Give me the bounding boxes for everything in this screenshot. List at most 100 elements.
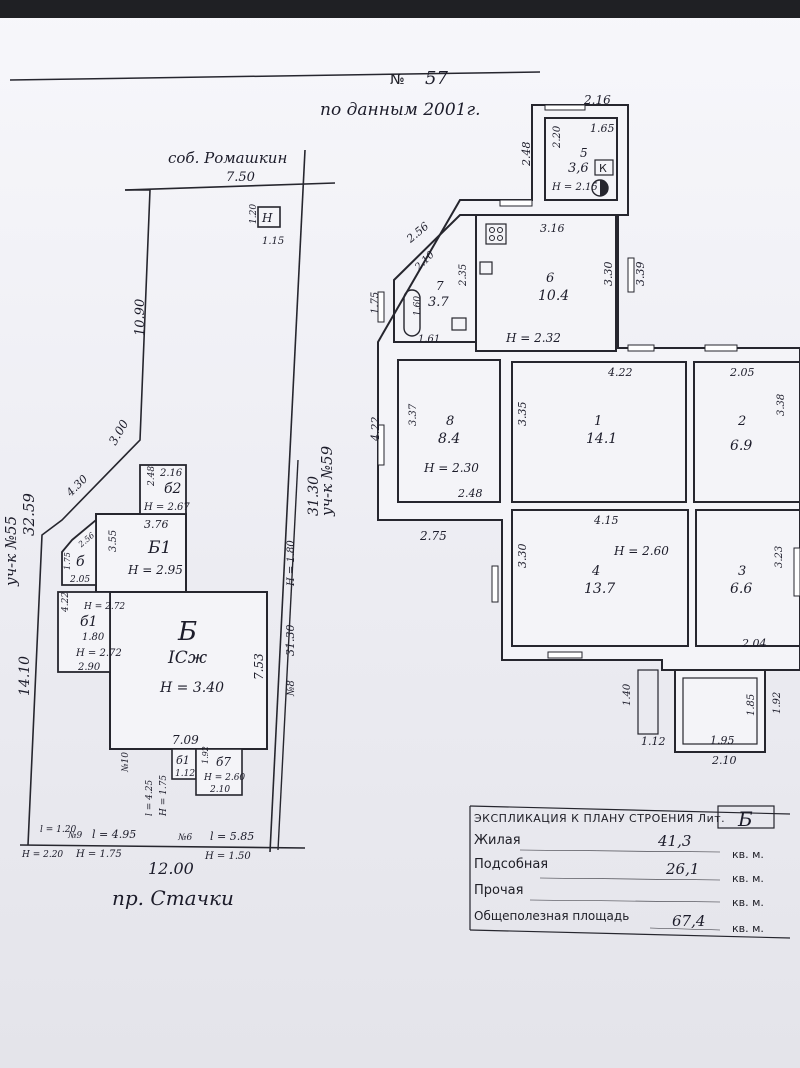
neighbor-right: уч-к №59 [318, 445, 336, 517]
room-5-height: Н = 2.15 [551, 182, 598, 193]
neighbor-left-value: 32.59 [20, 493, 38, 536]
outbuilding-height: 1.20 [249, 204, 259, 224]
dim-diag-upper: 3.00 [106, 417, 132, 447]
building-b2-width: 2.16 [159, 468, 183, 479]
building-b2 [139, 464, 187, 515]
dim-right-outer: 31.30 [306, 476, 322, 516]
windows [377, 104, 800, 659]
dim-r8-inner: 3.37 [408, 403, 419, 426]
dim-r6-side: 3.30 [602, 262, 615, 287]
photo-dark-edge [0, 0, 800, 18]
room-6-num: 6 [546, 271, 554, 286]
dim-r5-inner-side: 2.20 [552, 125, 563, 149]
mark-l425: l = 4.25 [145, 780, 155, 816]
building-b1-letter: Б1 [147, 538, 171, 558]
building-b-dim-bottom: 7.09 [172, 733, 199, 747]
dim-r7-side: 2.35 [458, 264, 469, 287]
room-7-num: 7 [436, 279, 444, 293]
dim-r5-inner: 1.65 [590, 122, 615, 135]
site-plan: Н 1.15 1.20 Б IСж Н = 3.40 7.09 7.53 Б1 … [2, 149, 336, 910]
mark-h150: Н = 1.50 [204, 851, 251, 862]
room-4-num: 4 [591, 564, 600, 579]
room-8-num: 8 [446, 414, 454, 429]
building-b2-letter: б2 [164, 481, 182, 497]
number-label: № [390, 72, 405, 88]
room-4 [511, 509, 689, 647]
building-b-dim-right: 7.53 [252, 653, 266, 680]
dimension-labels: 2.16 1.65 2.48 2.20 3.16 3.30 3.39 2.56 … [369, 93, 787, 767]
building-b1-dim-side: 3.55 [108, 530, 119, 552]
dim-r5-top: 2.16 [583, 93, 611, 107]
number-value: 57 [425, 68, 448, 89]
street-name: пр. Стачки [112, 886, 234, 910]
building-b4-letter: б1 [80, 614, 97, 630]
porch-steps [637, 669, 659, 735]
dim-top: 7.50 [226, 170, 255, 185]
lot-boundary-top [124, 182, 336, 191]
outbuilding [257, 206, 281, 228]
room-4-height: Н = 2.60 [613, 544, 669, 558]
row-utility-value: 26,1 [665, 860, 699, 878]
row-other-label: Прочая [474, 883, 523, 898]
mark-h175b: Н = 1.75 [159, 775, 169, 817]
dim-porch-b2: 1.95 [710, 734, 735, 747]
dim-porch-left: 1.40 [622, 683, 633, 706]
room-8-area: 8.4 [438, 431, 460, 447]
room-8-height: Н = 2.30 [423, 461, 479, 475]
dim-porch-b3: 2.10 [711, 754, 737, 767]
room-1 [511, 361, 687, 503]
lot-boundary-right-inner [277, 459, 299, 851]
building-b-letter: Б [177, 617, 197, 647]
building-b4-inner: 1.80 [82, 632, 105, 643]
header: № 57 по данным 2001г. [9, 68, 541, 120]
building-b3-width: 2.05 [69, 575, 90, 585]
room-2-num: 2 [737, 414, 746, 429]
explication-liter: Б [737, 807, 753, 831]
building-b5-letter: б7 [216, 755, 231, 769]
room-7 [393, 214, 477, 343]
dim-r7-bath: 1.60 [413, 296, 423, 316]
room-5-num: 5 [580, 146, 588, 160]
building-b-material: IСж [167, 648, 208, 668]
mark-n9: №9 [67, 831, 83, 841]
row-other-unit: кв. м. [732, 896, 764, 909]
mark-l495: l = 4.95 [92, 828, 136, 841]
building-b3 [61, 518, 97, 586]
building-b2-height-dim: 2.48 [147, 466, 157, 487]
building-b4-height-2: Н = 2.72 [75, 648, 122, 659]
building-b3-letter: б [76, 554, 85, 570]
dim-r1-side: 3.35 [516, 402, 529, 427]
stove-icon [485, 223, 507, 245]
dim-left-lower: 14.10 [17, 656, 33, 696]
dim-right-inner: 31.30 [284, 625, 297, 657]
building-b5-height: Н = 2.60 [203, 773, 245, 783]
washbasin-icon [451, 317, 467, 331]
porch [674, 669, 766, 753]
building-b3-side: 1.75 [63, 552, 72, 570]
dim-r2-side: 3.38 [776, 394, 787, 416]
building-b5-side: 1.92 [201, 746, 210, 764]
dim-r3-bottom: 2.04 [741, 637, 767, 650]
mark-h175: Н = 1.75 [75, 849, 122, 860]
bathtub-icon [403, 289, 421, 337]
building-b1-height: Н = 2.95 [127, 563, 183, 577]
room-3 [695, 509, 800, 647]
data-note: по данным 2001г. [320, 100, 481, 120]
dim-r7-bottom: 1.61 [418, 334, 440, 345]
mark-n6: №6 [177, 833, 193, 843]
building-b4-height: Н = 2.72 [83, 602, 125, 612]
porch-inner [682, 677, 758, 745]
floor-plan-outline [377, 104, 800, 671]
building-b-height: Н = 3.40 [159, 680, 224, 696]
boiler-box-icon [594, 159, 614, 176]
mark-l120: l = 1.20 [40, 825, 76, 835]
dim-porch-b1: 1.12 [641, 735, 666, 748]
dim-left-upper: 10.90 [133, 299, 148, 336]
room-5-area: 3,6 [568, 161, 589, 176]
outbuilding-width: 1.15 [262, 236, 284, 247]
row-utility-label: Подсобная [474, 857, 548, 872]
dim-r7-diag: 2.56 [403, 220, 431, 246]
dim-r6-top: 3.16 [540, 222, 565, 235]
row-utility-unit: кв. м. [732, 872, 764, 885]
